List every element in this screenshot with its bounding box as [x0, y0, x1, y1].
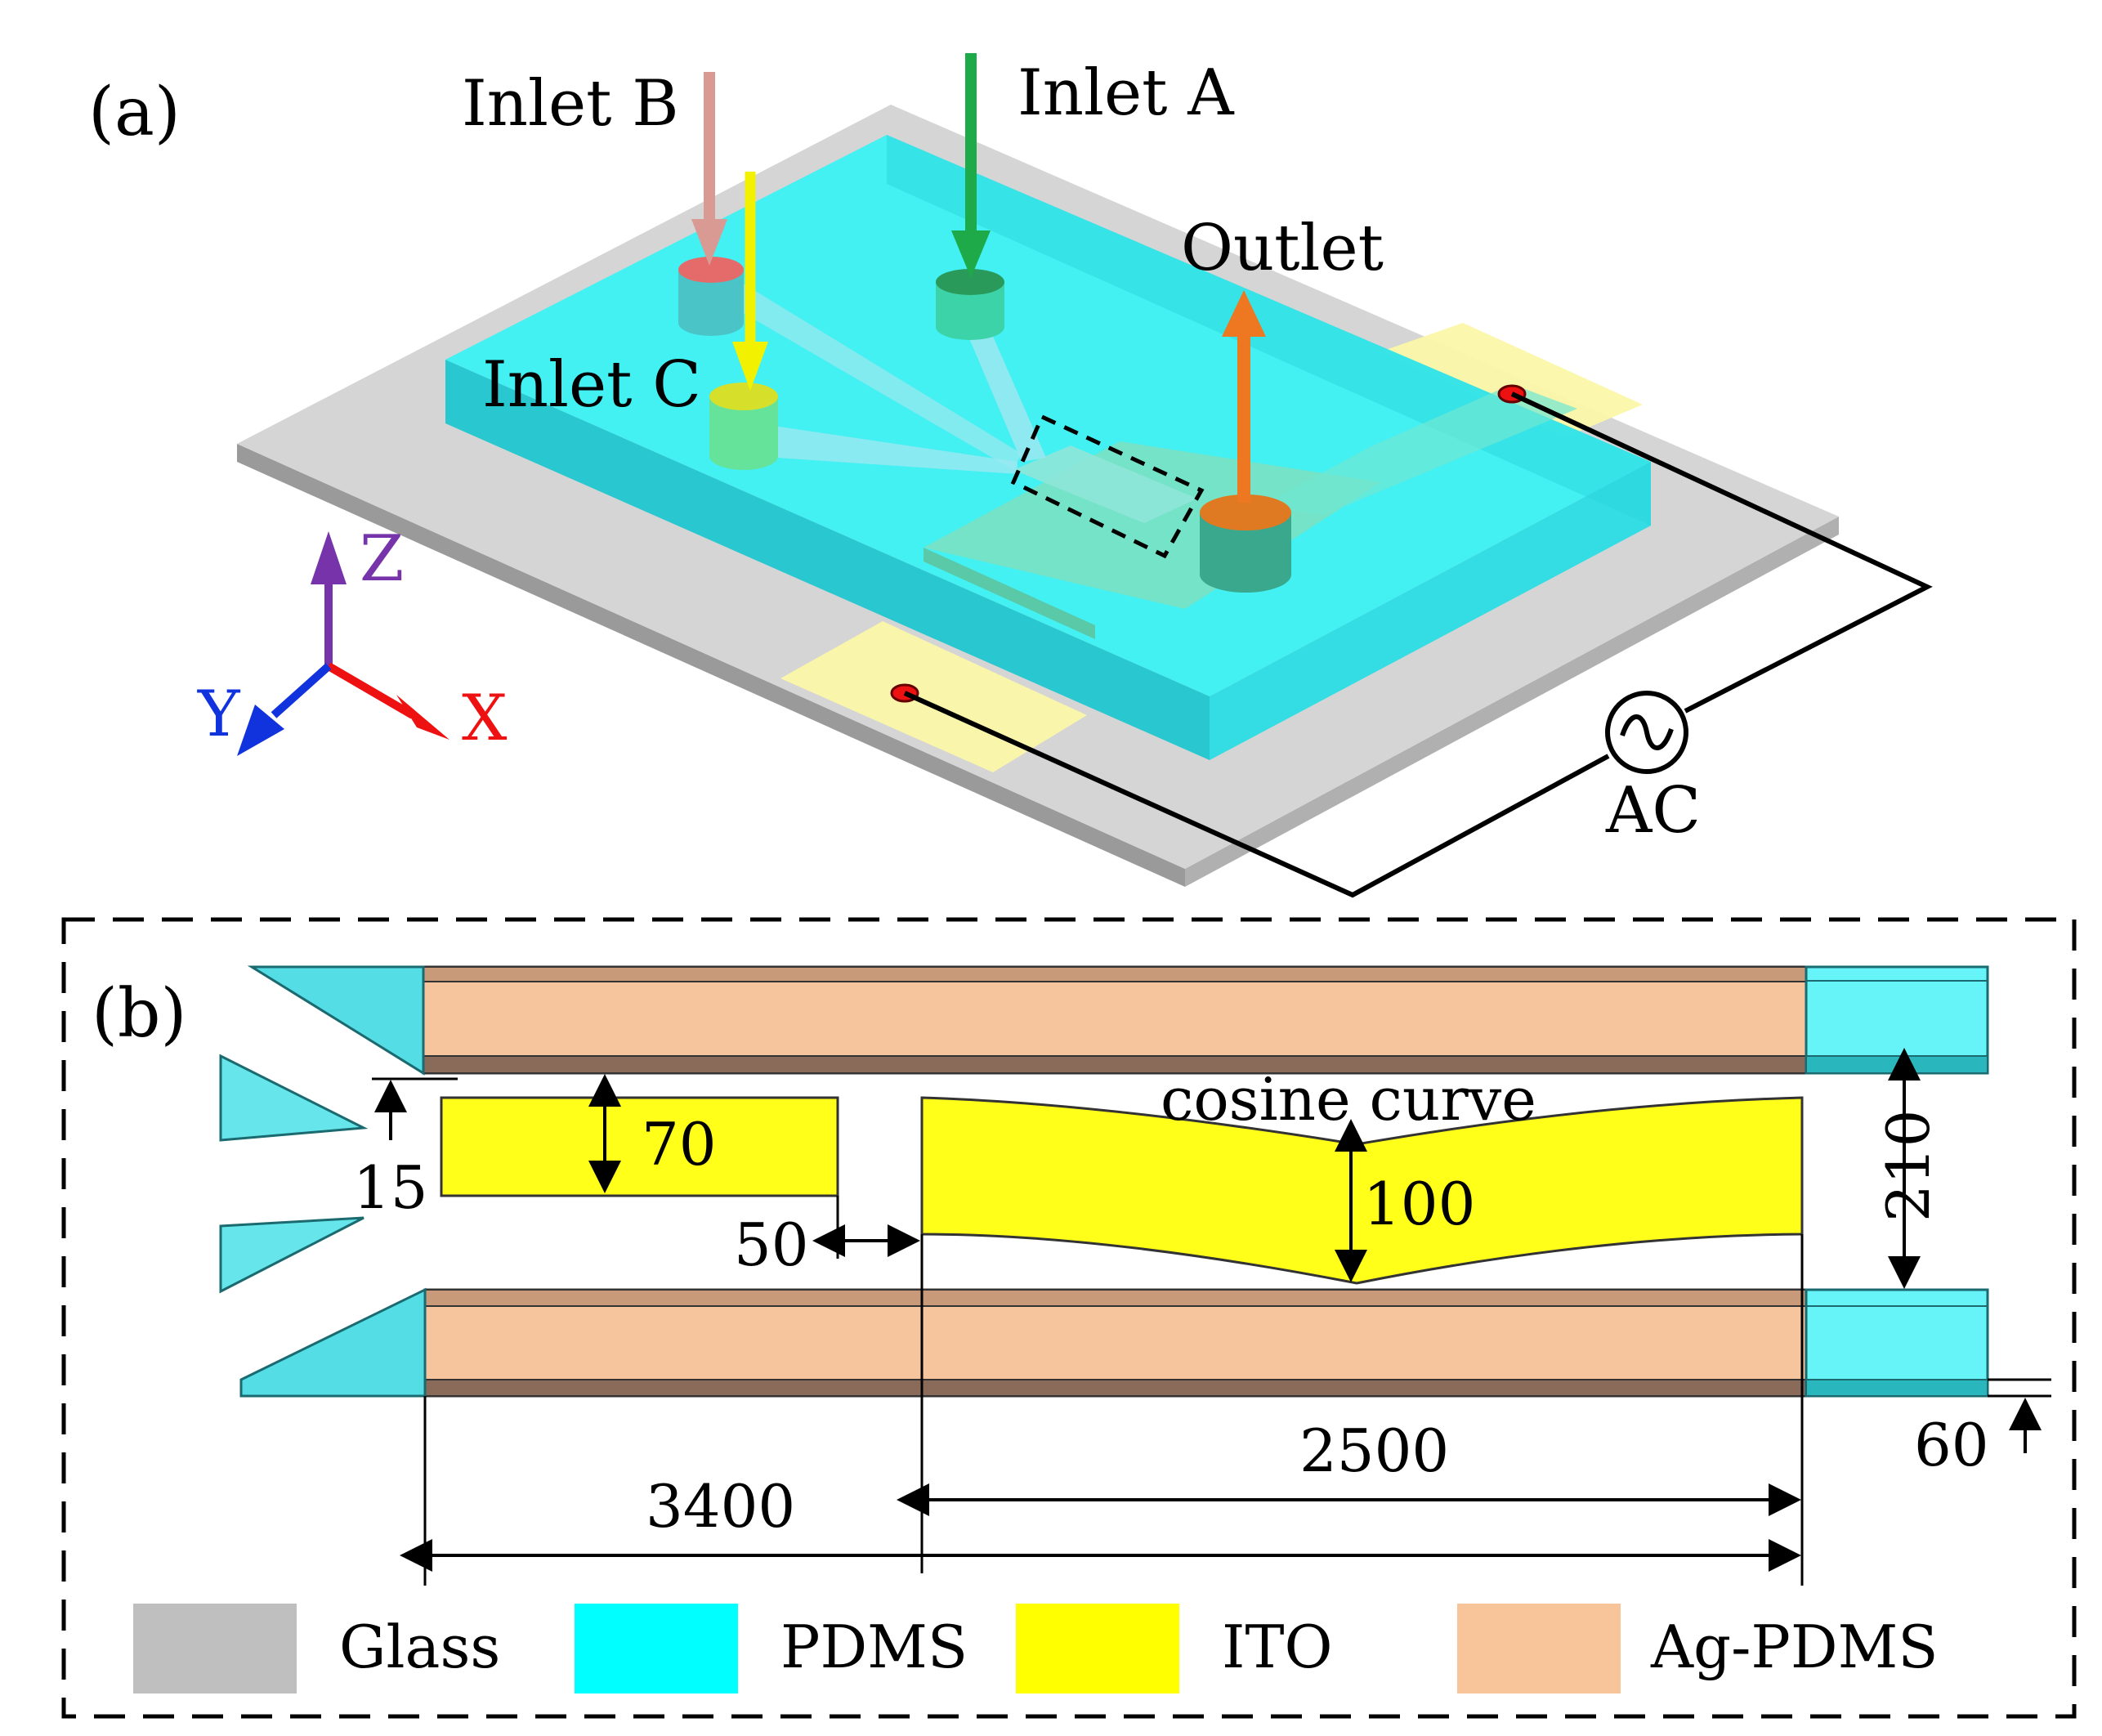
coordinate-axes	[237, 531, 449, 756]
legend-swatch-pdms	[575, 1604, 738, 1693]
axis-z-label: Z	[360, 522, 404, 596]
circuit-wire	[1510, 391, 1933, 714]
outlet-reservoir	[1200, 494, 1291, 593]
legend-label-ito: ITO	[1222, 1613, 1333, 1681]
bottom-right-pdms-block	[1805, 1288, 1989, 1398]
inlet-a-channel	[964, 327, 1046, 462]
inlet-a-reservoir	[936, 269, 1004, 340]
panel-a-label: (a)	[88, 74, 181, 151]
pdms-block-right-face	[1210, 462, 1651, 760]
legend-swatch-ag-pdms	[1457, 1604, 1621, 1693]
outlet-arrow	[1222, 290, 1266, 503]
axis-x-label: X	[462, 682, 508, 755]
glass-substrate-side-right	[1185, 517, 1839, 887]
inlet-b-channel	[711, 274, 1022, 470]
panel-b-label: (b)	[92, 975, 186, 1053]
microchannel	[1013, 445, 1197, 523]
inlet-b-arrow	[691, 72, 727, 266]
legend-swatch-glass	[133, 1604, 297, 1693]
dim-2500-label: 2500	[1299, 1416, 1449, 1485]
dim-3400-label: 3400	[646, 1472, 795, 1541]
inlet-a-label: Inlet A	[1017, 56, 1235, 130]
inlet-a-arrow	[951, 53, 991, 278]
legend-label-ag-pdms: Ag-PDMS	[1650, 1613, 1939, 1681]
region-of-interest-box	[1010, 414, 1205, 559]
inlet-c-arrow	[732, 172, 768, 391]
dim-50-label: 50	[734, 1210, 809, 1279]
legend-label-glass: Glass	[339, 1613, 500, 1681]
ac-source-icon	[1605, 691, 1688, 774]
bottom-electrode-rim-bottom	[424, 1379, 1807, 1397]
inlet-b-reservoir	[678, 257, 744, 336]
legend-label-pdms: PDMS	[780, 1613, 968, 1681]
panel-b: (b) cosine curve 70 15	[61, 917, 2077, 1719]
dim-60-label: 60	[1914, 1411, 1989, 1479]
top-left-pdms-wedge	[247, 965, 425, 1076]
inlet-b-label: Inlet B	[462, 67, 679, 141]
panel-a: (a)	[88, 53, 1933, 898]
dim-70-label: 70	[642, 1110, 717, 1179]
panel-b-frame	[61, 917, 2077, 1719]
ac-label: AC	[1605, 774, 1701, 848]
outlet-channel	[1259, 384, 1577, 515]
pdms-block-front-face	[445, 360, 1210, 760]
dim-15-label: 15	[353, 1153, 428, 1222]
outlet-label: Outlet	[1181, 212, 1384, 285]
ito-strip-front	[780, 621, 1087, 772]
dim-100-label: 100	[1363, 1170, 1475, 1238]
top-electrode-rim-top	[423, 966, 1807, 982]
small-pdms-wedge-lower	[219, 1216, 364, 1294]
dim-210-label: 210	[1874, 1110, 1943, 1222]
inlet-c-label: Inlet C	[482, 348, 701, 422]
electrode-ledge	[924, 548, 1095, 639]
cosine-curve-label: cosine curve	[1161, 1065, 1536, 1134]
axis-y-label: Y	[197, 678, 241, 751]
ito-electrode-straight	[440, 1096, 839, 1197]
top-electrode-rim-bottom	[423, 1055, 1807, 1074]
legend: Glass PDMS ITO Ag-PDMS	[133, 1604, 1939, 1693]
small-pdms-wedge-upper	[219, 1054, 369, 1142]
bottom-electrode-rim-top	[424, 1289, 1807, 1307]
glass-substrate-side	[237, 444, 1185, 887]
circuit-wire-lower	[903, 691, 1610, 898]
inlet-c-channel	[768, 425, 1017, 474]
inlet-c-reservoir	[709, 383, 778, 470]
legend-swatch-ito	[1016, 1604, 1179, 1693]
bottom-left-pdms-wedge	[239, 1287, 427, 1398]
ag-pdms-electrode-region	[924, 441, 1381, 609]
